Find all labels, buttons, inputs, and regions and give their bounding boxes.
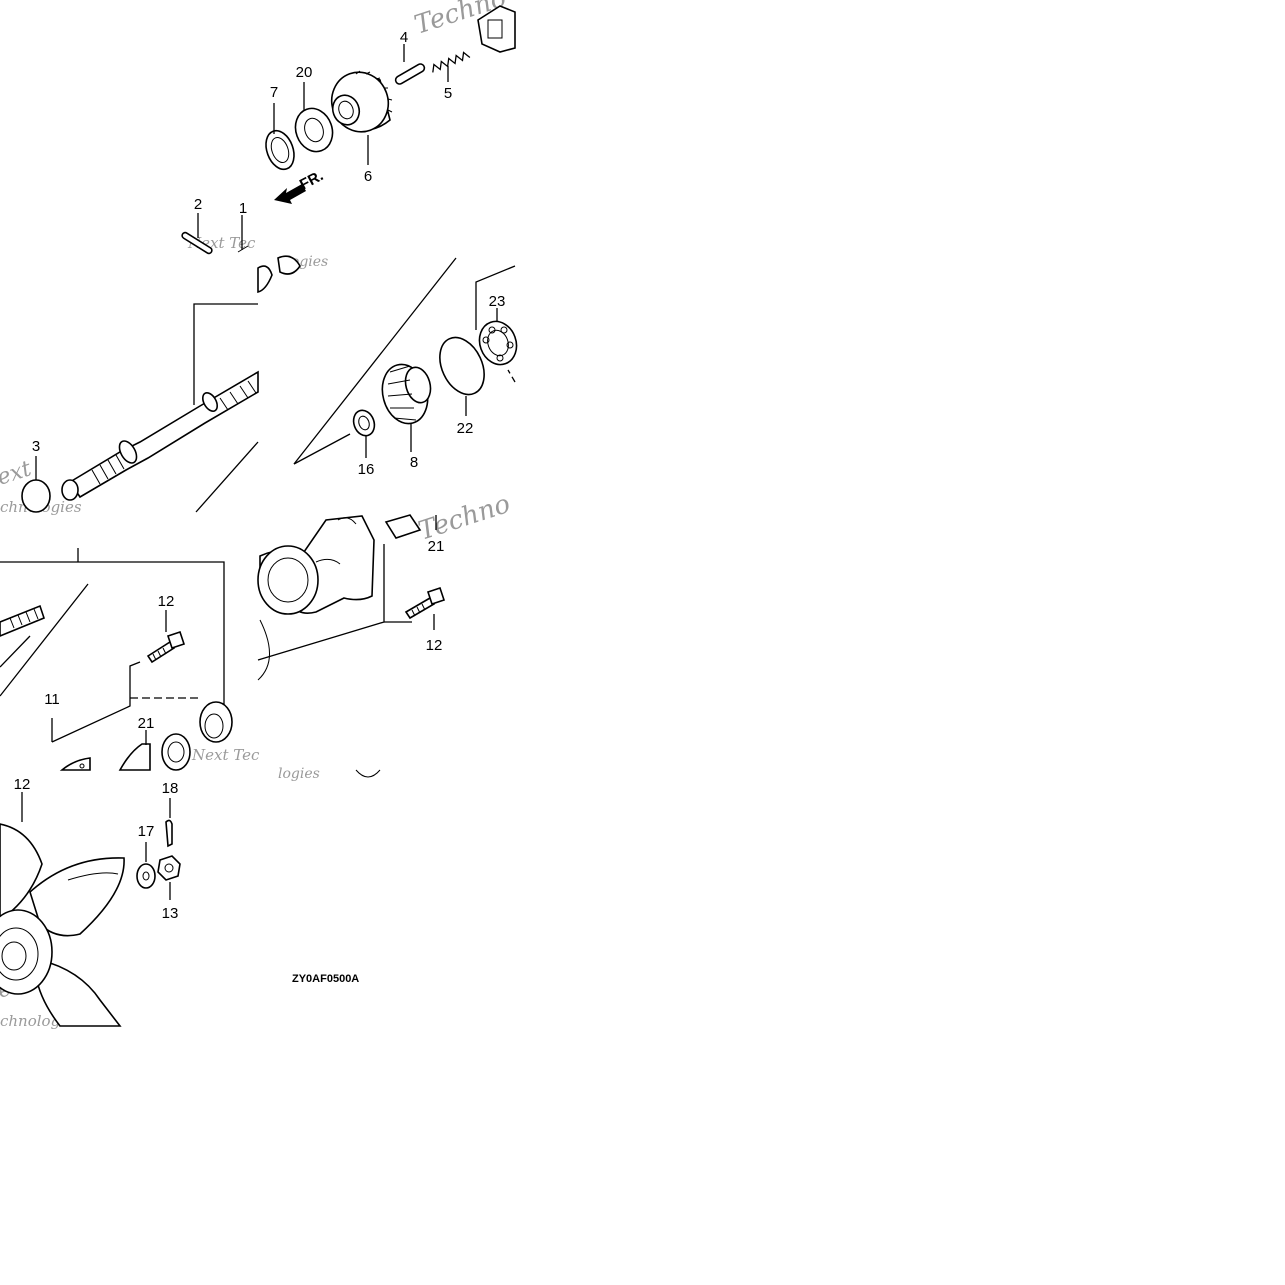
callout-19: 21 — [138, 715, 155, 732]
propeller-shaft — [61, 370, 259, 501]
callout-4: 4 — [400, 29, 408, 46]
callout-7: 7 — [270, 84, 278, 101]
part-19-seal — [161, 733, 191, 771]
part-6-bevel-gear — [330, 70, 393, 133]
part-cap-ring — [199, 701, 233, 743]
part-7-seal — [265, 129, 295, 171]
callout-16: 17 — [138, 823, 155, 840]
callout-13: 13 — [162, 905, 179, 922]
callout-20: 21 — [428, 538, 445, 555]
part-21-o-ring — [439, 336, 485, 396]
part-22-bearing — [478, 320, 518, 366]
tile-cap: 12 11 21 — [0, 548, 233, 771]
callout-21: 22 — [457, 420, 474, 437]
callout-15: 16 — [358, 461, 375, 478]
part-cap-body — [59, 743, 151, 771]
watermark-next-tec-2: Next Tec — [191, 746, 260, 764]
part-5-spring — [432, 51, 471, 73]
callout-2: 2 — [194, 196, 202, 213]
part-13-nut — [157, 855, 181, 881]
shaft-top-parts — [257, 255, 301, 294]
front-direction-arrow: FR. — [274, 167, 326, 204]
part-15-washer — [352, 409, 376, 437]
callout-18: 20 — [296, 64, 313, 81]
callout-6: 6 — [364, 168, 372, 185]
callout-11: 12 — [14, 776, 31, 793]
callout-17: 18 — [162, 780, 179, 797]
shaft-end — [0, 604, 45, 637]
part-11-propeller — [0, 823, 125, 1027]
callout-8: 8 — [410, 454, 418, 471]
part-18-bearing — [294, 107, 334, 153]
callout-12-left: 12 — [158, 593, 175, 610]
part-17-cotter-pin — [165, 819, 173, 848]
tile-gears: 16 8 22 23 — [293, 257, 518, 478]
part-12-bolt-right — [404, 586, 446, 620]
callout-5: 5 — [444, 85, 452, 102]
tile-top: FR. 7 20 6 4 5 2 1 — [181, 5, 516, 255]
part-2-key — [181, 231, 213, 255]
part-12-bolt-left — [146, 630, 186, 664]
tile-propeller: 12 17 18 13 ZY0AF0500A — [0, 776, 359, 1027]
part-3-ring — [21, 479, 51, 513]
tile-shaft: 3 — [21, 255, 301, 513]
part-clutch-partial — [477, 5, 516, 53]
part-1-piece — [237, 245, 249, 253]
drawing-code: ZY0AF0500A — [292, 973, 359, 985]
watermark-logies-2: logies — [278, 766, 320, 782]
callout-3: 3 — [32, 438, 40, 455]
callout-10: 11 — [44, 691, 60, 708]
callout-22: 23 — [489, 293, 506, 310]
callout-1: 1 — [239, 200, 247, 217]
callout-12-right: 12 — [426, 637, 443, 654]
part-4-pin — [394, 63, 426, 85]
part-8-bevel-gear — [381, 363, 432, 425]
gearcase-housing — [257, 514, 422, 778]
part-16-washer — [136, 863, 156, 889]
tile-gearcase: 21 12 — [257, 514, 446, 778]
